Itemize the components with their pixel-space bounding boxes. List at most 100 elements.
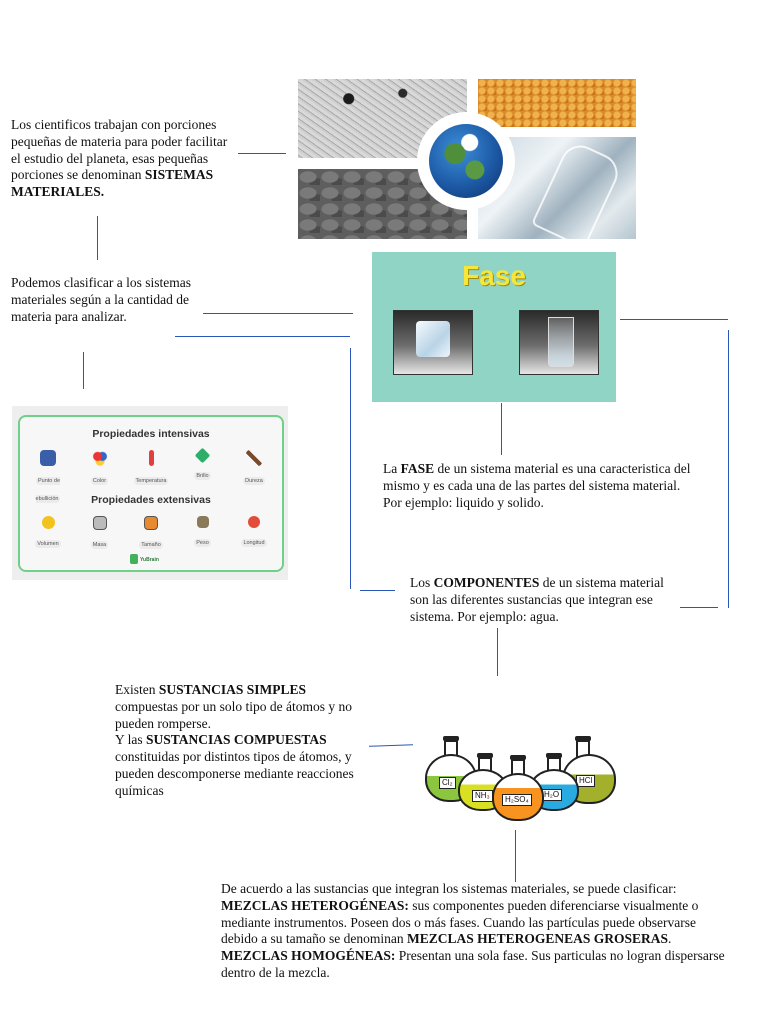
heterogeneas-bold: MEZCLAS HETEROGÉNEAS:: [221, 897, 409, 913]
connector-line: [515, 830, 516, 882]
flask-label: NH₃: [472, 790, 493, 802]
sustancias-simples-bold: SUSTANCIAS SIMPLES: [158, 682, 307, 697]
fase-text-rest: de un sistema material es una caracteris…: [383, 461, 691, 510]
homogeneas-bold: MEZCLAS HOMOGÉNEAS:: [221, 948, 396, 964]
sustancias-text-3: Y las: [115, 732, 146, 748]
flask-label: Cl₂: [439, 777, 456, 789]
componentes-text-start: Los: [410, 575, 434, 590]
flask-cap: [546, 753, 562, 758]
fase-bold: FASE: [400, 461, 435, 476]
heterogeneas-text: sus componentes pueden diferenciarse vis…: [221, 897, 699, 947]
ice-cube-photo: [393, 310, 473, 375]
connector-line: [97, 216, 98, 260]
homogeneas-text: Presentan una sola fase. Sus particulas …: [221, 948, 725, 980]
heterogeneas-end: .: [668, 931, 672, 947]
intensive-title: Propiedades intensivas: [92, 428, 210, 440]
property-item: Temperatura: [129, 450, 173, 505]
materials-collage-image: [298, 79, 636, 239]
water-glass-photo: [519, 310, 599, 375]
fase-text-start: La: [383, 461, 401, 476]
flask-label: H₂SO₄: [502, 794, 532, 806]
volume-icon: [41, 516, 55, 529]
gem-icon: [194, 447, 211, 464]
fase-paragraph: La FASE de un sistema material es una ca…: [383, 461, 693, 511]
flask-neck: [444, 740, 458, 758]
connector-line: [501, 403, 502, 455]
sustancias-compuestas-bold: SUSTANCIAS COMPUESTAS: [146, 732, 327, 748]
color-icon: [91, 450, 108, 466]
fase-panel-title: Fase: [462, 260, 526, 291]
classification-text: Podemos clasificar a los sistemas materi…: [11, 275, 191, 324]
property-item: Dureza: [232, 450, 276, 505]
property-item: Masa: [78, 516, 122, 551]
property-label: Dureza: [243, 477, 265, 485]
mezclas-paragraph: De acuerdo a las sustancias que integran…: [221, 881, 731, 1004]
property-label: Longitud: [241, 539, 267, 547]
connector-line: [497, 628, 498, 676]
flask-label: H₂O: [541, 789, 563, 801]
property-label: Volumen: [35, 540, 61, 548]
connector-line: [203, 313, 353, 314]
hammer-icon: [246, 450, 262, 466]
property-item: Punto de ebullición: [26, 450, 70, 505]
thermometer-icon: [148, 450, 154, 466]
connector-line: [368, 744, 414, 747]
property-item: Color: [78, 450, 122, 505]
size-icon: [144, 516, 158, 530]
property-label: Masa: [90, 541, 109, 549]
sustancias-text-1: Existen: [115, 682, 159, 697]
tape-measure-icon: [248, 516, 260, 528]
property-label: Temperatura: [133, 477, 169, 485]
property-item: Tamaño: [129, 516, 173, 551]
flask-cap: [575, 736, 591, 741]
weight-icon: [92, 516, 107, 530]
intro-text: Los cientificos trabajan con porciones p…: [11, 117, 228, 183]
mezclas-intro: De acuerdo a las sustancias que integran…: [221, 881, 677, 896]
property-label: Tamaño: [139, 541, 163, 549]
componentes-text-rest: de un sistema material son las diferente…: [410, 575, 664, 624]
sustancias-paragraph: Existen SUSTANCIAS SIMPLES compuestas po…: [115, 682, 365, 800]
groseras-bold: MEZCLAS HETEROGENEAS GROSERAS: [406, 931, 669, 947]
property-label: Brillo: [194, 472, 211, 480]
boiling-point-icon: [40, 450, 56, 466]
chemistry-flasks-image: Cl₂ HCl NH₃ H₂O H₂SO₄: [422, 733, 618, 823]
intensive-row: Punto de ebullición Color Temperatura Br…: [26, 447, 276, 505]
sustancias-text-2: compuestas por un solo tipo de átomos y …: [115, 698, 352, 731]
intro-paragraph: Los cientificos trabajan con porciones p…: [11, 117, 239, 201]
corn-photo: [478, 79, 636, 127]
connector-line: [238, 153, 286, 154]
extensive-row: Volumen Masa Tamaño Peso Longitud: [26, 516, 276, 551]
intro-bold: SISTEMAS MATERIALES.: [11, 167, 214, 200]
properties-card-image: Propiedades intensivas Punto de ebullici…: [12, 406, 288, 580]
property-item: Brillo: [181, 447, 225, 505]
globe-icon: [429, 124, 503, 198]
flask-neck: [511, 759, 525, 777]
connector-line: [620, 319, 728, 320]
properties-card-frame: Propiedades intensivas Punto de ebullici…: [18, 415, 284, 572]
flask-cap: [443, 736, 459, 741]
sustancias-text-4: constituidas por distintos tipos de átom…: [115, 749, 354, 798]
brand-logo-icon: [130, 554, 138, 564]
connector-line: [680, 607, 718, 608]
flask-cap: [477, 753, 493, 758]
fase-panel-image: Fase: [372, 252, 616, 402]
extensive-title: Propiedades extensivas: [91, 494, 211, 506]
componentes-paragraph: Los COMPONENTES de un sistema material s…: [410, 575, 678, 625]
property-label: Peso: [194, 539, 211, 547]
connector-line: [350, 348, 351, 589]
property-item: Longitud: [232, 516, 276, 551]
connector-line: [175, 336, 350, 337]
property-item: Volumen: [26, 516, 70, 551]
componentes-bold: COMPONENTES: [433, 575, 540, 590]
flask-neck: [576, 740, 590, 758]
property-item: Peso: [181, 516, 225, 551]
scale-icon: [196, 516, 209, 528]
connector-line: [728, 330, 729, 608]
classification-paragraph: Podemos clasificar a los sistemas materi…: [11, 275, 196, 325]
connector-line: [83, 352, 84, 389]
property-label: Color: [90, 477, 109, 485]
flask-cap: [510, 755, 526, 760]
connector-line: [360, 590, 395, 591]
brand-name: YuBrain: [140, 557, 159, 563]
flask-label: HCl: [576, 775, 596, 787]
